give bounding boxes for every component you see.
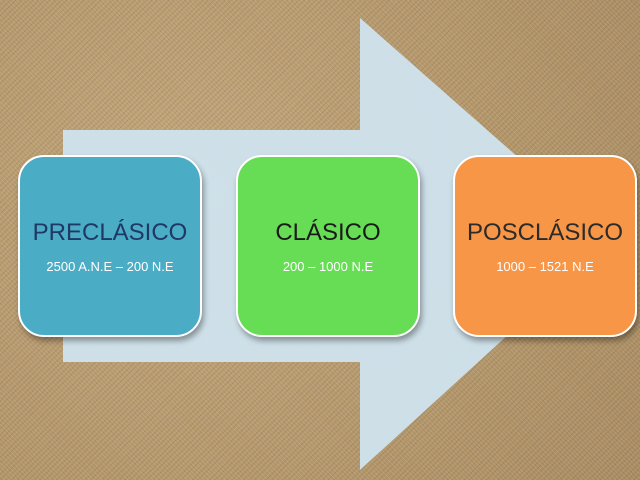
stage-preclasico-title: PRECLÁSICO (32, 218, 188, 246)
stage-posclasico-dates: 1000 – 1521 N.E (496, 258, 594, 274)
stage-preclasico: PRECLÁSICO 2500 A.N.E – 200 N.E (18, 155, 202, 337)
stage-clasico: CLÁSICO 200 – 1000 N.E (236, 155, 420, 337)
stage-preclasico-dates: 2500 A.N.E – 200 N.E (46, 258, 174, 274)
stage-clasico-dates: 200 – 1000 N.E (282, 258, 374, 274)
stage-posclasico: POSCLÁSICO 1000 – 1521 N.E (453, 155, 637, 337)
stage-posclasico-title: POSCLÁSICO (466, 218, 624, 246)
stage-clasico-title: CLÁSICO (275, 218, 381, 246)
